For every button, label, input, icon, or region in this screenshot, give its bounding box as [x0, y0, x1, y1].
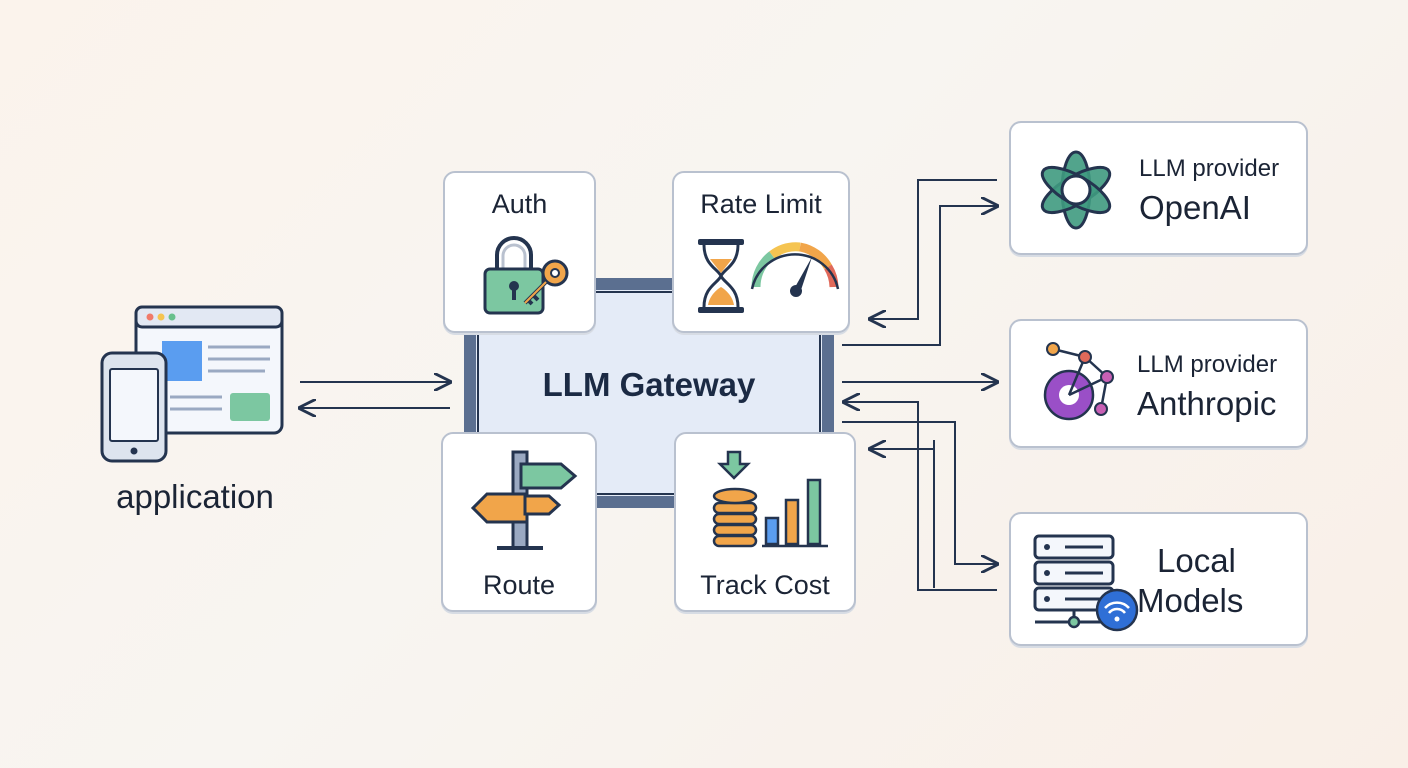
- auth-module-card: Auth: [443, 171, 596, 333]
- rate-limit-label: Rate Limit: [700, 189, 822, 219]
- local-models-line1: Local: [1157, 542, 1236, 579]
- anthropic-provider-card: LLM provider Anthropic: [1009, 319, 1308, 448]
- gateway-label: LLM Gateway: [542, 366, 756, 403]
- openai-response-arrow: [870, 179, 997, 319]
- lock-key-icon: [483, 236, 569, 315]
- local-response-arrow: [870, 440, 935, 449]
- app-devices-icon: [100, 305, 284, 463]
- openai-request-arrow: [842, 206, 997, 346]
- local-request-arrow: [842, 421, 997, 564]
- route-module-card: Route: [441, 432, 597, 612]
- hourglass-gauge-icon: [698, 239, 840, 313]
- anthropic-response-arrow: [844, 402, 997, 591]
- track-cost-module-card: Track Cost: [674, 432, 856, 612]
- signpost-icon: [470, 450, 578, 550]
- rate-limit-module-card: Rate Limit: [672, 171, 850, 333]
- openai-caption: LLM provider: [1139, 155, 1280, 182]
- openai-logo-icon: [1040, 150, 1112, 230]
- anthropic-logo-icon: [1043, 342, 1114, 421]
- anthropic-name: Anthropic: [1137, 385, 1277, 422]
- track-cost-label: Track Cost: [700, 570, 830, 600]
- openai-name: OpenAI: [1139, 189, 1251, 226]
- auth-label: Auth: [491, 189, 548, 219]
- application-label: application: [116, 478, 274, 515]
- route-label: Route: [482, 570, 556, 600]
- anthropic-caption: LLM provider: [1137, 351, 1278, 378]
- openai-provider-card: LLM provider OpenAI: [1009, 121, 1308, 255]
- local-models-line2: Models: [1137, 582, 1244, 619]
- coins-chart-icon: [712, 450, 828, 548]
- local-models-card: Local Models: [1009, 512, 1308, 646]
- server-wifi-icon: [1033, 534, 1139, 632]
